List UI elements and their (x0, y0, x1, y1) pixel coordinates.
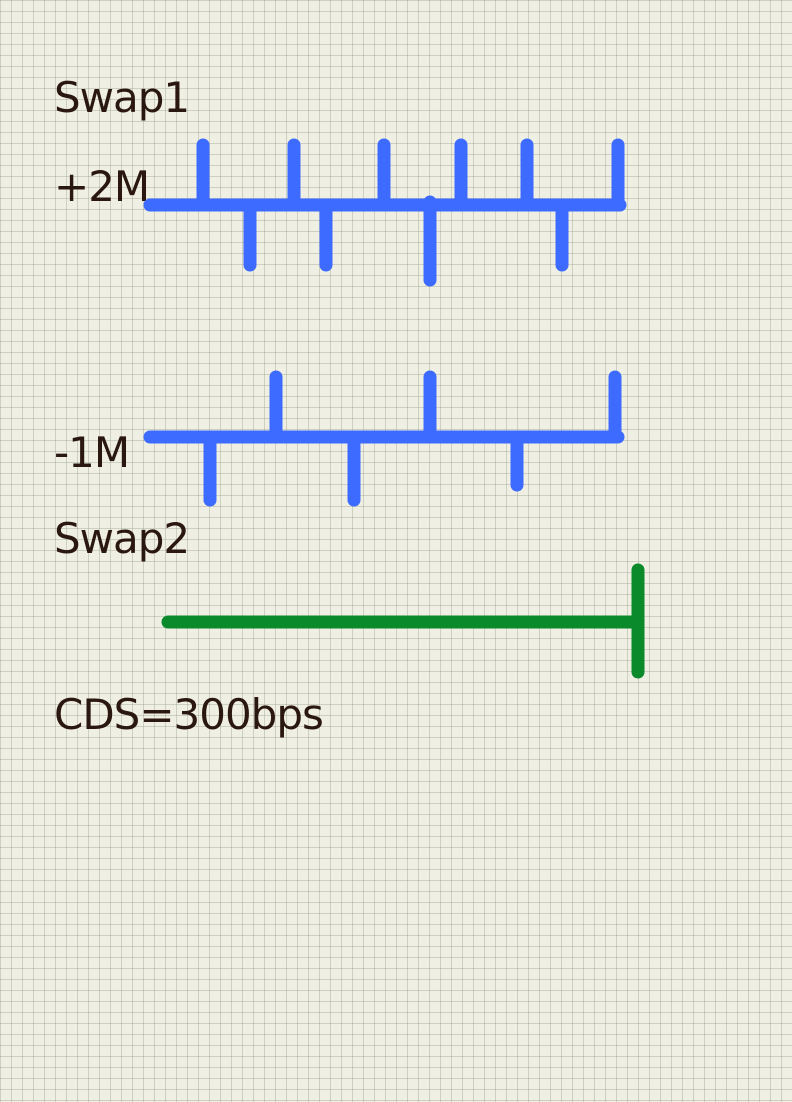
swap1-leg2-cashflows (143, 370, 625, 507)
cds-label: CDS=300bps (54, 690, 324, 739)
swap1-leg1-label: +2M (54, 162, 150, 211)
swap2-title: Swap2 (54, 514, 190, 563)
swap1-title: Swap1 (54, 73, 190, 122)
swap2-cashflows (161, 563, 645, 679)
swap1-leg1-cashflows (143, 138, 627, 287)
swap1-leg2-label: -1M (54, 428, 130, 477)
